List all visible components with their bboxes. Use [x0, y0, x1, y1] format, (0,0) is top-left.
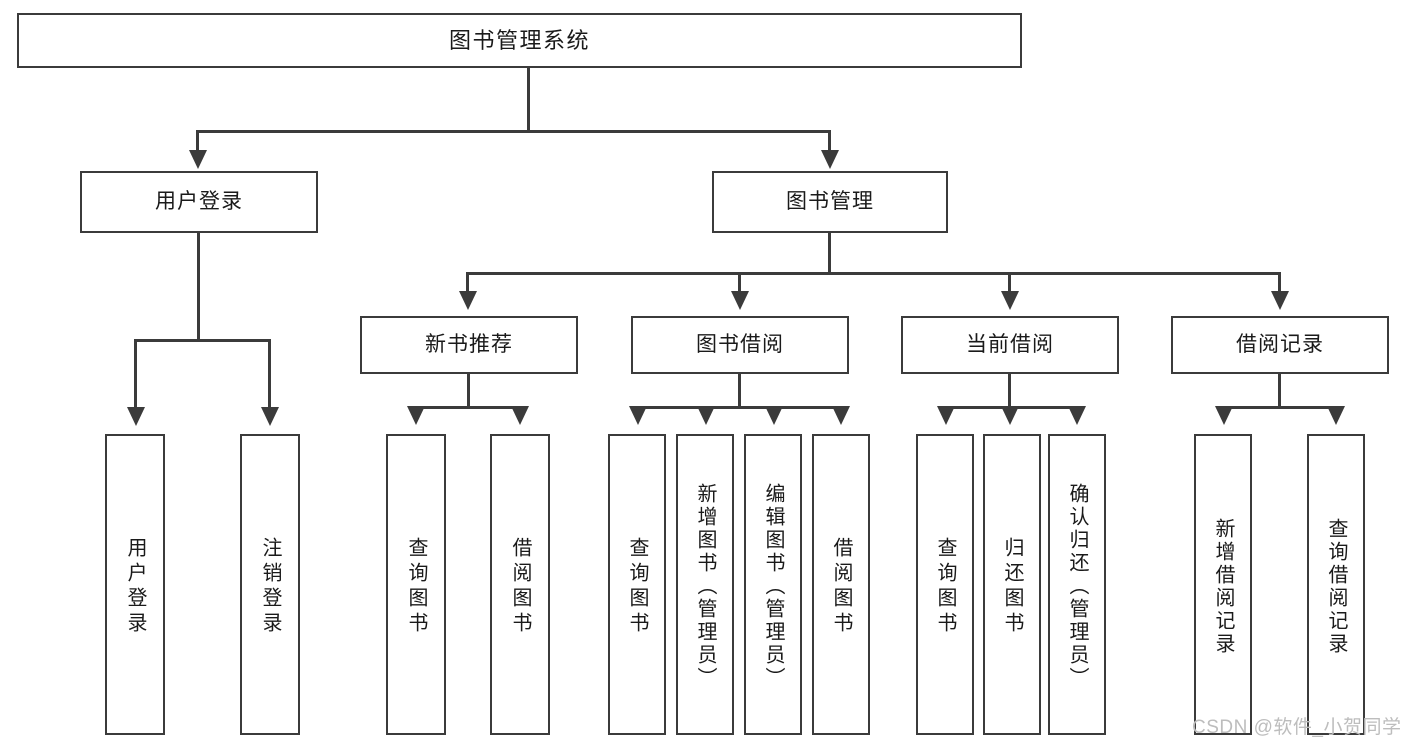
node-label: 确认归还（管理员）	[1066, 483, 1088, 690]
arrow-bm-to-borrow-record	[1271, 291, 1289, 310]
connector-bb-stem	[738, 374, 741, 407]
connector-book-management-bar	[466, 272, 1280, 275]
leaf-cb-confirm-return-admin[interactable]: 确认归还（管理员）	[1048, 434, 1106, 735]
node-root-book-management-system[interactable]: 图书管理系统	[17, 13, 1022, 68]
arrow-bb-leaf-3	[765, 406, 783, 425]
node-new-book-recommend[interactable]: 新书推荐	[360, 316, 578, 374]
arrow-nbr-leaf-2	[511, 406, 529, 425]
node-label: 查询图书	[934, 536, 956, 637]
node-book-borrow[interactable]: 图书借阅	[631, 316, 849, 374]
node-borrow-record[interactable]: 借阅记录	[1171, 316, 1389, 374]
connector-user-login-bar	[134, 339, 271, 342]
leaf-nbr-borrow-book[interactable]: 借阅图书	[490, 434, 550, 735]
arrow-cb-leaf-2	[1001, 406, 1019, 425]
node-label: 编辑图书（管理员）	[762, 483, 784, 690]
leaf-br-query-record[interactable]: 查询借阅记录	[1307, 434, 1365, 735]
arrow-user-login-leaf-1	[127, 407, 145, 426]
csdn-watermark: CSDN @软件_小贺同学	[1192, 717, 1402, 738]
connector-root-stem	[527, 68, 530, 130]
node-label: 新增图书（管理员）	[694, 483, 716, 690]
arrow-bm-to-new-book-recommend	[459, 291, 477, 310]
node-label: 图书借阅	[696, 332, 784, 356]
node-label: 用户登录	[155, 189, 243, 213]
arrow-br-leaf-1	[1215, 406, 1233, 425]
leaf-cb-return-book[interactable]: 归还图书	[983, 434, 1041, 735]
arrow-br-leaf-2	[1327, 406, 1345, 425]
arrow-bm-to-current-borrow	[1001, 291, 1019, 310]
connector-user-login-drop-1	[134, 339, 137, 409]
leaf-cb-query-book[interactable]: 查询图书	[916, 434, 974, 735]
leaf-nbr-query-book[interactable]: 查询图书	[386, 434, 446, 735]
arrow-cb-leaf-1	[937, 406, 955, 425]
connector-nbr-bar	[414, 406, 520, 409]
node-label: 查询借阅记录	[1325, 517, 1347, 656]
arrow-user-login-leaf-2	[261, 407, 279, 426]
arrow-nbr-leaf-1	[407, 406, 425, 425]
connector-user-login-drop-2	[268, 339, 271, 409]
connector-bm-drop-3	[1008, 272, 1011, 293]
node-label: 借阅图书	[509, 536, 531, 637]
connector-nbr-stem	[467, 374, 470, 407]
leaf-bb-borrow-book[interactable]: 借阅图书	[812, 434, 870, 735]
connector-root-to-book-management	[828, 130, 831, 152]
node-book-management[interactable]: 图书管理	[712, 171, 948, 233]
node-current-borrow[interactable]: 当前借阅	[901, 316, 1119, 374]
connector-bb-bar	[636, 406, 841, 409]
leaf-bb-add-book-admin[interactable]: 新增图书（管理员）	[676, 434, 734, 735]
leaf-br-add-record[interactable]: 新增借阅记录	[1194, 434, 1252, 735]
node-label: 新增借阅记录	[1212, 517, 1234, 656]
connector-br-bar	[1222, 406, 1336, 409]
leaf-user-login-logout[interactable]: 注销登录	[240, 434, 300, 735]
node-label: 归还图书	[1001, 536, 1023, 637]
leaf-bb-edit-book-admin[interactable]: 编辑图书（管理员）	[744, 434, 802, 735]
connector-cb-stem	[1008, 374, 1011, 407]
node-label: 查询图书	[626, 536, 648, 637]
arrow-bb-leaf-2	[697, 406, 715, 425]
node-label: 用户登录	[124, 536, 146, 637]
arrow-root-to-user-login	[189, 150, 207, 169]
node-label: 查询图书	[405, 536, 427, 637]
node-user-login[interactable]: 用户登录	[80, 171, 318, 233]
connector-root-bar	[196, 130, 831, 133]
connector-bm-drop-1	[466, 272, 469, 293]
node-label: 当前借阅	[966, 332, 1054, 356]
arrow-cb-leaf-3	[1068, 406, 1086, 425]
leaf-bb-query-book[interactable]: 查询图书	[608, 434, 666, 735]
connector-root-to-user-login	[196, 130, 199, 152]
node-label: 借阅记录	[1236, 332, 1324, 356]
connector-bm-drop-4	[1278, 272, 1281, 293]
node-label: 借阅图书	[830, 536, 852, 637]
connector-bm-drop-2	[738, 272, 741, 293]
arrow-root-to-book-management	[821, 150, 839, 169]
node-label: 图书管理	[786, 189, 874, 213]
node-label: 注销登录	[259, 536, 281, 637]
arrow-bb-leaf-4	[832, 406, 850, 425]
connector-book-management-stem	[828, 233, 831, 273]
node-label: 图书管理系统	[448, 27, 590, 53]
arrow-bb-leaf-1	[629, 406, 647, 425]
connector-br-stem	[1278, 374, 1281, 407]
arrow-bm-to-book-borrow	[731, 291, 749, 310]
leaf-user-login-login[interactable]: 用户登录	[105, 434, 165, 735]
connector-user-login-stem	[197, 233, 200, 339]
node-label: 新书推荐	[425, 332, 513, 356]
